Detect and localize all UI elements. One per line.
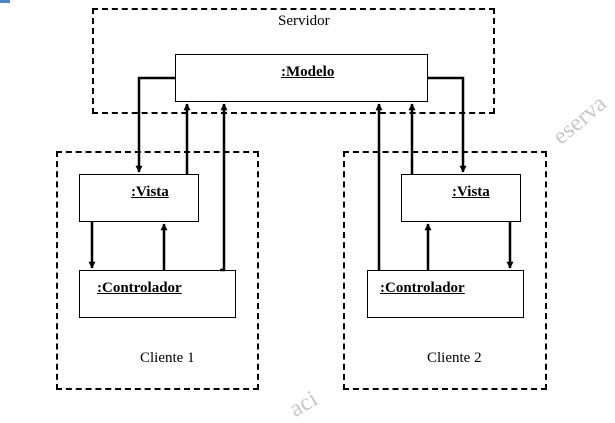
client-2-controller-box (367, 270, 524, 318)
client-1-boundary (56, 151, 259, 390)
client-1-label: Cliente 1 (140, 350, 195, 366)
model-box (175, 54, 428, 102)
accent-mark (0, 0, 10, 3)
server-boundary (92, 8, 495, 114)
client-2-view-label: :Vista (452, 184, 490, 200)
client-1-controller-box (79, 270, 236, 318)
client-2-controller-label: :Controlador (380, 280, 465, 296)
client-2-boundary (343, 151, 547, 390)
model-label: :Modelo (281, 64, 335, 80)
arrow-controller-to-model-1 (220, 103, 228, 272)
client-2-view-box (401, 174, 521, 222)
arrow-model-to-view-1 (135, 76, 175, 173)
client-1-view-label: :Vista (131, 184, 169, 200)
server-label: Servidor (278, 13, 330, 29)
client-2-label: Cliente 2 (427, 350, 482, 366)
client-1-view-box (79, 174, 199, 222)
arrow-model-to-view-2 (428, 76, 467, 173)
client-1-controller-label: :Controlador (97, 280, 182, 296)
